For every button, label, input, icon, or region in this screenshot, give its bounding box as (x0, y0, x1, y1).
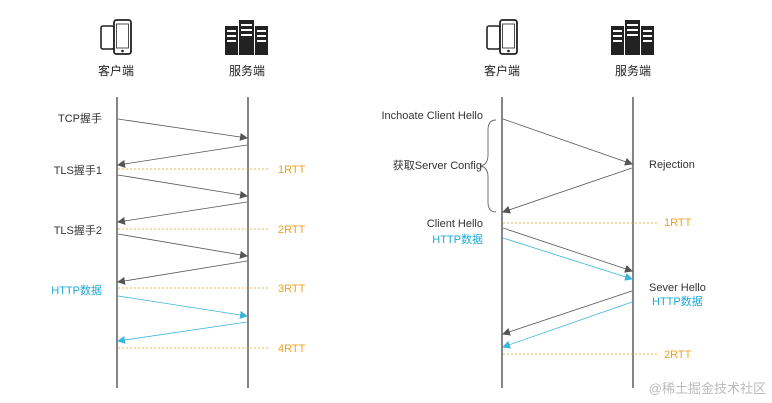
right-step-http-client: HTTP数据 (432, 234, 483, 246)
left-msg-6 (117, 260, 248, 285)
left-msg-http-2 (117, 321, 248, 344)
right-step-client-hello: Client Hello (426, 218, 483, 230)
left-rtt-3: 3RTT (278, 283, 306, 295)
left-server-heading: 服务端 (228, 64, 265, 78)
right-client-heading: 客户端 (483, 64, 520, 78)
right-server-icon (611, 20, 654, 55)
left-rtt-1: 1RTT (278, 164, 306, 176)
right-msg-client-hello (502, 227, 633, 273)
right-msg-http-client (502, 237, 633, 281)
left-msg-4 (117, 201, 248, 225)
left-step-tcp: TCP握手 (58, 113, 102, 125)
left-msg-3 (117, 174, 248, 199)
right-msg-sever-hello (502, 290, 633, 336)
right-msg-inchoate (502, 118, 633, 166)
left-client-heading: 客户端 (97, 64, 134, 78)
right-rtt-2: 2RTT (664, 349, 692, 361)
right-phone-icon (486, 19, 518, 55)
right-step-sever-hello: Sever Hello (649, 282, 706, 294)
left-rtt-2: 2RTT (278, 224, 306, 236)
left-step-tls2: TLS握手2 (53, 225, 102, 237)
left-msg-2 (117, 144, 248, 168)
left-msg-1 (117, 118, 248, 141)
left-server-icon (225, 20, 268, 55)
left-msg-http-1 (117, 295, 248, 319)
watermark: @稀土掘金技术社区 (648, 381, 766, 396)
right-msg-rejection (502, 167, 633, 214)
left-phone-icon (100, 19, 132, 55)
right-step-inchoate: Inchoate Client Hello (381, 110, 483, 122)
right-step-rejection: Rejection (649, 159, 695, 171)
right-step-get-config: 获取Server Config (392, 160, 482, 172)
left-msg-5 (117, 233, 248, 259)
left-rtt-4: 4RTT (278, 343, 306, 355)
left-step-tls1: TLS握手1 (53, 165, 102, 177)
right-step-http-server: HTTP数据 (652, 296, 703, 308)
left-step-http: HTTP数据 (51, 285, 102, 297)
right-rtt-1: 1RTT (664, 217, 692, 229)
right-server-heading: 服务端 (614, 64, 651, 78)
curly-brace (479, 119, 497, 213)
right-msg-http-server (502, 301, 633, 349)
